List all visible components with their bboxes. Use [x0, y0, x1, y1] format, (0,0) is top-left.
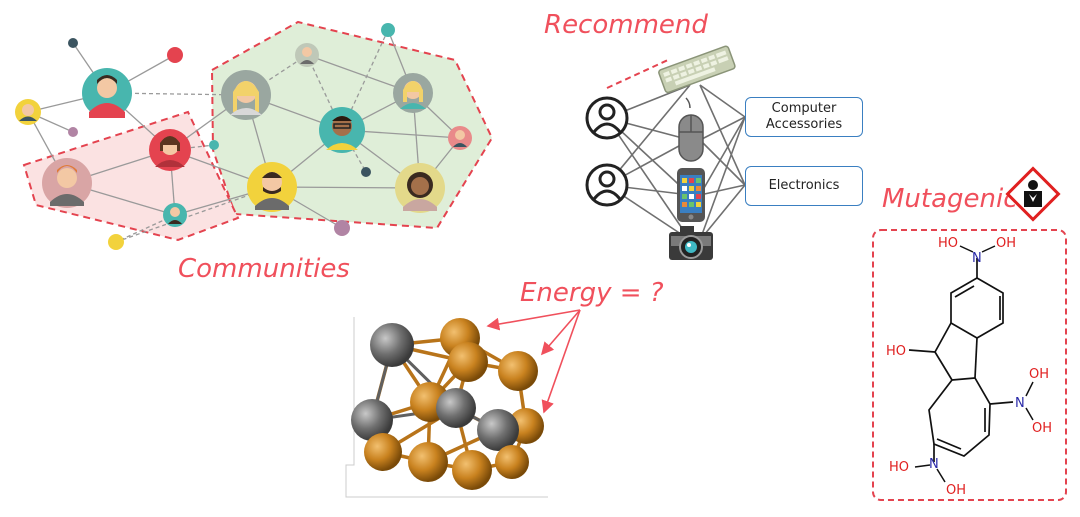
gray-atom [477, 409, 519, 451]
node-dot [68, 38, 78, 48]
copper-atom [364, 433, 402, 471]
gray-atom [436, 388, 476, 428]
category-line: Computer [771, 100, 837, 116]
node-dot [68, 127, 78, 137]
copper-atom [498, 351, 538, 391]
camera-icon [669, 226, 713, 260]
node-dot [381, 23, 395, 37]
keyboard-icon [658, 45, 736, 94]
node-dot [334, 220, 350, 236]
atom-label: N [1015, 396, 1025, 411]
category-electronics: Electronics [745, 166, 863, 206]
category-line: Accessories [765, 117, 843, 132]
recommend-label: Recommend [544, 10, 708, 40]
avatar-node [319, 107, 365, 153]
atom-label: OH [1032, 421, 1052, 436]
atom-label: HO [938, 236, 958, 251]
atom-label: OH [1029, 367, 1049, 382]
communities-label: Communities [178, 254, 350, 284]
health-hazard-icon [1005, 166, 1061, 222]
avatar-node [82, 68, 132, 118]
avatar-node [393, 73, 433, 113]
copper-atom [408, 442, 448, 482]
atom-label: HO [889, 460, 909, 475]
copper-atom [495, 445, 529, 479]
energy-label: Energy = ? [520, 278, 664, 308]
node-dot [108, 234, 124, 250]
gray-atom [370, 323, 414, 367]
user-icon [585, 96, 629, 140]
atom-label: N [972, 251, 982, 266]
avatar-node [42, 158, 92, 208]
avatar-node [149, 129, 191, 171]
gray-atom [351, 399, 393, 441]
atom-label: N [929, 457, 939, 472]
avatar-node [15, 99, 41, 125]
atom-label: HO [886, 344, 906, 359]
node-dot [361, 167, 371, 177]
category-line: Electronics [768, 177, 840, 193]
avatar-node [448, 126, 472, 150]
mouse-icon [678, 97, 704, 162]
phone-icon [677, 168, 705, 222]
avatar-node [395, 163, 445, 213]
avatar-node [221, 70, 271, 120]
mutagenic-label: Mutagenic [882, 184, 1018, 214]
avatar-node [163, 203, 187, 227]
avatar-node [247, 162, 297, 212]
node-dot [167, 47, 183, 63]
copper-atom [452, 450, 492, 490]
node-dot [209, 140, 219, 150]
copper-atom [448, 342, 488, 382]
avatar-node [295, 43, 319, 67]
molecule-frame [872, 229, 1067, 501]
category-computer-accessories: Computer Accessories [745, 97, 863, 137]
atom-label: OH [996, 236, 1016, 251]
user-icon [585, 163, 629, 207]
atom-label: OH [946, 483, 966, 498]
